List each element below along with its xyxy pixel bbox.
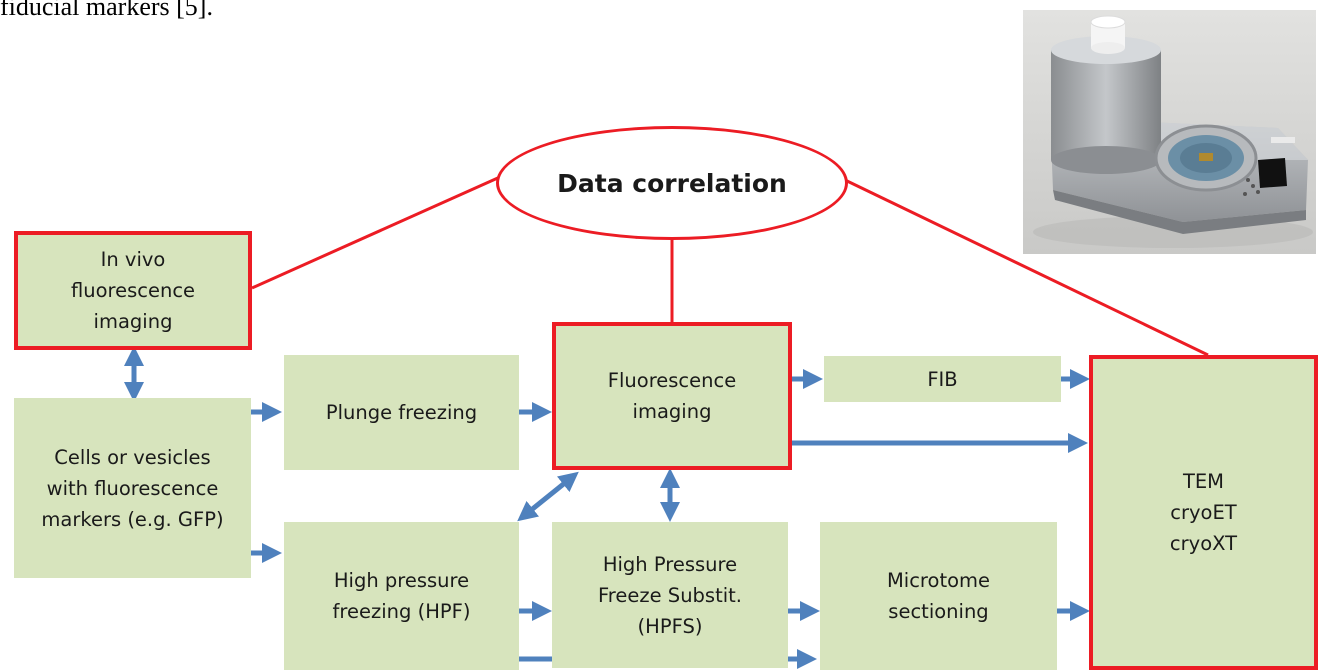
instrument-image [1023, 10, 1316, 254]
box-in-vivo-imaging: In vivo fluorescence imaging [14, 231, 252, 350]
link-correlation-invivo [251, 175, 501, 290]
box-fib: FIB [824, 356, 1061, 402]
data-correlation-ellipse: Data correlation [496, 126, 848, 240]
caption-text: fiducial markers [5]. [0, 0, 213, 21]
box-fluorescence-imaging: Fluorescence imaging [552, 322, 792, 470]
instrument-photo [1023, 10, 1316, 254]
box-high-pressure-freezing: High pressure freezing (HPF) [284, 522, 519, 670]
box-microtome-sectioning: Microtome sectioning [820, 522, 1057, 670]
link-correlation-tem [844, 178, 1209, 357]
box-cells-vesicles: Cells or vesicles with fluorescence mark… [14, 398, 251, 578]
arrow-hpf-fluor [517, 471, 579, 522]
box-hpfs: High Pressure Freeze Substit. (HPFS) [552, 522, 788, 668]
box-plunge-freezing: Plunge freezing [284, 355, 519, 470]
box-tem-cryoet-cryoxt: TEM cryoET cryoXT [1089, 355, 1318, 670]
